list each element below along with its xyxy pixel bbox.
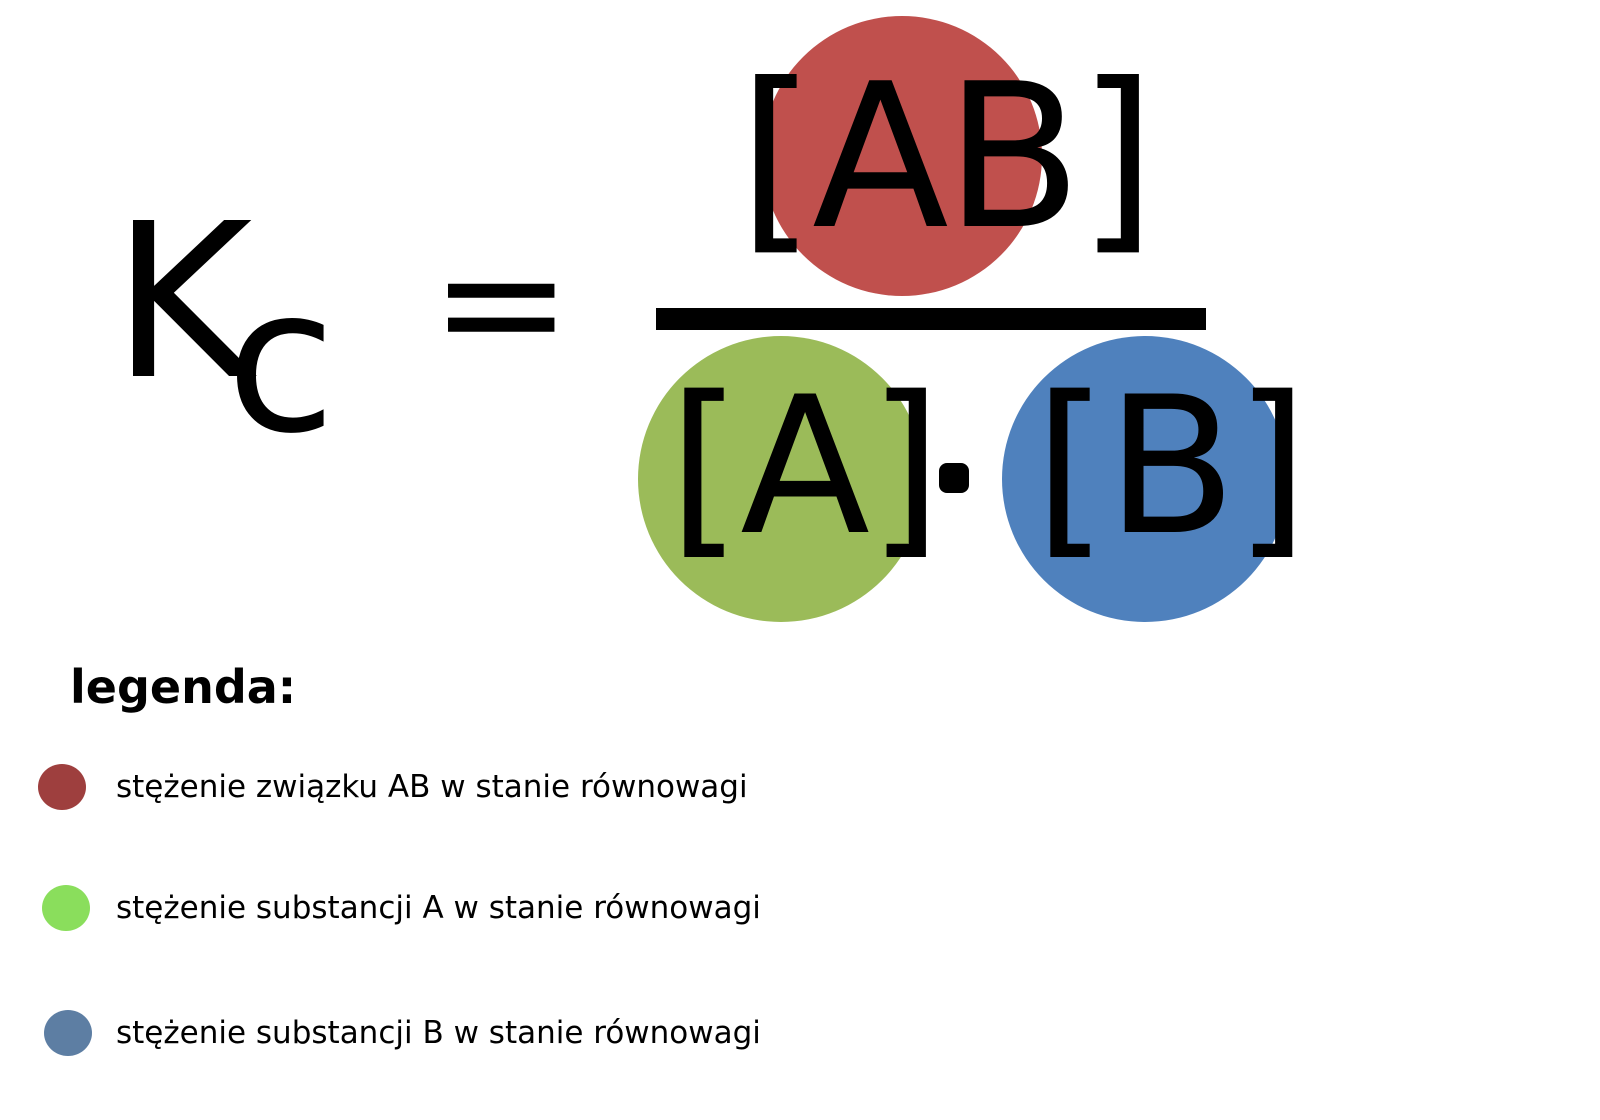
- legend-title: legenda:: [70, 660, 297, 714]
- multiplication-dot: [939, 463, 969, 493]
- red-dot-icon: [38, 764, 86, 810]
- equals-sign: =: [430, 204, 573, 402]
- legend-item-b: stężenie substancji B w stanie równowagi: [38, 1008, 761, 1058]
- denominator-b-circle: [1002, 336, 1288, 622]
- legend-label: stężenie substancji B w stanie równowagi: [116, 1015, 761, 1051]
- legend-label: stężenie substancji A w stanie równowagi: [116, 890, 761, 926]
- numerator-circle: [762, 16, 1042, 296]
- numerator-concentration-ab: [AB]: [738, 41, 1156, 274]
- legend-item-a: stężenie substancji A w stanie równowagi: [38, 883, 761, 933]
- legend-label: stężenie związku AB w stanie równowagi: [116, 769, 748, 805]
- fraction-bar: [656, 308, 1206, 330]
- denominator-a-circle: [638, 336, 924, 622]
- blue-dot-icon: [44, 1010, 92, 1056]
- denominator-concentration-a: [A]: [668, 356, 942, 577]
- denominator-concentration-b: [B]: [1034, 356, 1309, 577]
- green-dot-icon: [42, 885, 90, 931]
- legend-item-ab: stężenie związku AB w stanie równowagi: [38, 762, 748, 812]
- constant-symbol: K: [112, 178, 253, 427]
- constant-subscript: c: [226, 245, 336, 478]
